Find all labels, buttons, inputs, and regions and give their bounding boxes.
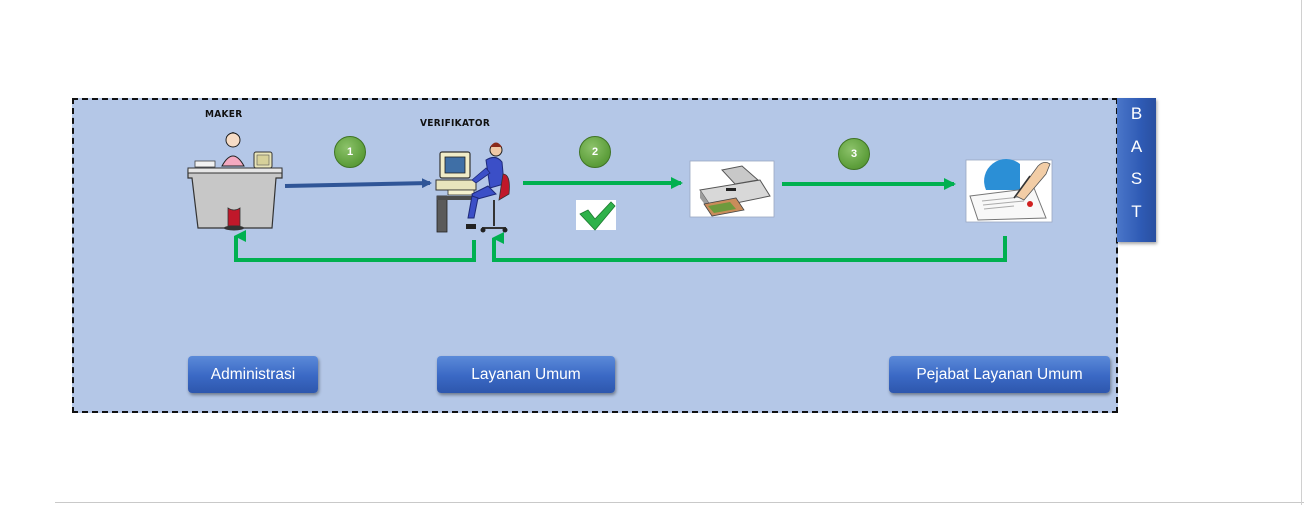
- printer-icon: [689, 160, 775, 218]
- bast-letter: A: [1130, 136, 1143, 156]
- administrasi-button[interactable]: Administrasi: [188, 356, 318, 393]
- person-at-computer-icon: [435, 142, 510, 233]
- verifikator-label: VERIFIKATOR: [420, 118, 491, 129]
- bast-letter: T: [1131, 201, 1142, 221]
- checkmark-icon: [576, 200, 616, 231]
- maker-label: MAKER: [205, 109, 243, 120]
- return-arrow-to-verifikator: [492, 232, 1007, 262]
- signing-document-icon: [965, 159, 1053, 223]
- page-edge-rule: [1301, 0, 1302, 505]
- step-badge-1: 1: [334, 136, 366, 168]
- bast-tab[interactable]: B A S T: [1117, 98, 1156, 242]
- pejabat-layanan-umum-button[interactable]: Pejabat Layanan Umum: [889, 356, 1110, 393]
- arrow-maker-to-verifikator: [284, 178, 432, 189]
- layanan-umum-button[interactable]: Layanan Umum: [437, 356, 615, 393]
- step-badge-2: 2: [579, 136, 611, 168]
- step-badge-3: 3: [838, 138, 870, 170]
- return-arrow-to-maker: [234, 230, 476, 262]
- clerk-at-desk-icon: [187, 132, 283, 231]
- bast-letter: S: [1130, 169, 1143, 188]
- page-bottom-rule: [55, 502, 1304, 503]
- bast-letter: B: [1130, 104, 1143, 123]
